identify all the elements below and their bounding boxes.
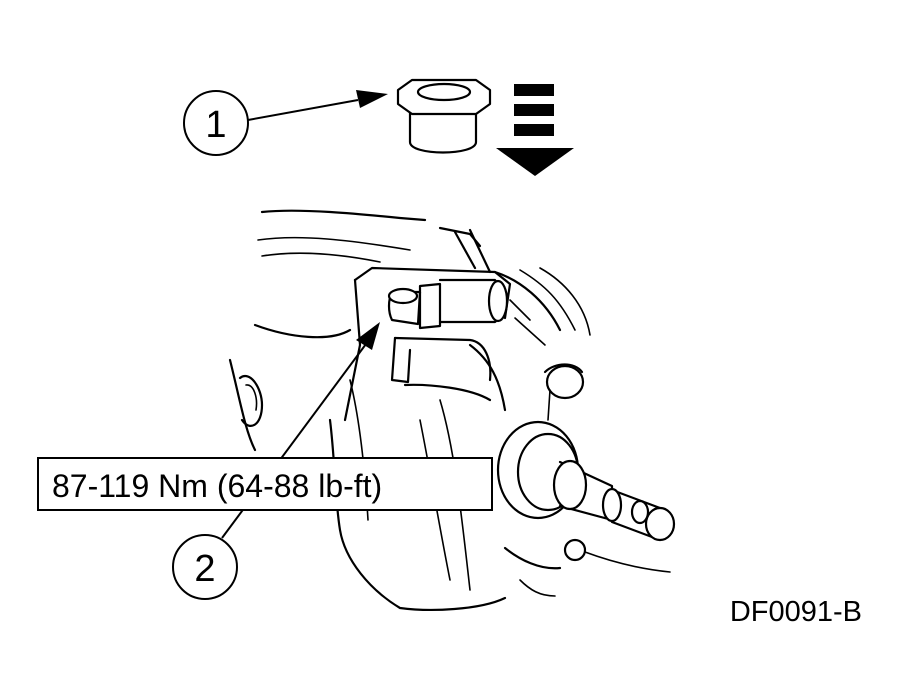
torque-spec-box: 87-119 Nm (64-88 lb-ft) [37, 457, 493, 511]
callout-2-label: 2 [194, 548, 215, 590]
callout-1: 1 [183, 90, 388, 156]
install-direction-arrow-icon [496, 84, 574, 176]
callout-2: 2 [172, 534, 238, 600]
torque-spec-text: 87-119 Nm (64-88 lb-ft) [52, 468, 382, 504]
steering-knuckle-illustration [228, 209, 676, 611]
plug-bolt-icon [396, 78, 492, 154]
callout-2-arrowhead [356, 322, 380, 350]
figure-id: DF0091-B [730, 596, 862, 628]
callout-1-label: 1 [205, 104, 226, 146]
callout-1-arrowhead [356, 90, 388, 108]
